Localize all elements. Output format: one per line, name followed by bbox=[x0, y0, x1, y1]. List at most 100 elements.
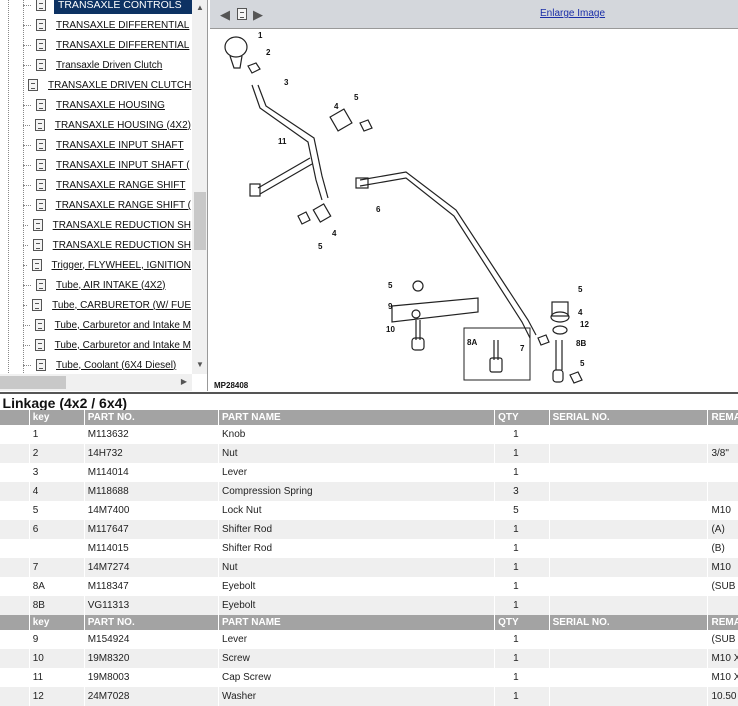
table-cell: Eyebolt bbox=[218, 596, 496, 615]
previous-arrow-icon[interactable]: ◀ bbox=[220, 7, 230, 22]
table-cell: 8B bbox=[29, 596, 85, 615]
table-cell: M10 X bbox=[707, 668, 738, 687]
row-spacer bbox=[0, 463, 30, 482]
callout-label: 4 bbox=[578, 308, 583, 317]
tree-item[interactable]: TRANSAXLE INPUT SHAFT bbox=[23, 135, 193, 155]
tree-item[interactable]: TRANSAXLE REDUCTION SH bbox=[23, 215, 193, 235]
callout-label: 2 bbox=[266, 48, 271, 57]
scroll-up-icon[interactable]: ▲ bbox=[196, 3, 204, 12]
callout-label: 5 bbox=[388, 281, 393, 290]
tree-item[interactable]: Trigger, FLYWHEEL, IGNITION bbox=[23, 255, 193, 275]
tree-item[interactable]: TRANSAXLE CONTROLS bbox=[23, 0, 193, 15]
row-spacer bbox=[0, 482, 30, 501]
table-cell bbox=[707, 425, 738, 444]
row-spacer bbox=[0, 539, 30, 558]
tree-item[interactable]: TRANSAXLE RANGE SHIFT ( bbox=[23, 195, 193, 215]
document-icon bbox=[34, 339, 45, 351]
column-header[interactable]: PART NO. bbox=[84, 615, 220, 630]
lever-part bbox=[251, 84, 329, 201]
scroll-thumb[interactable] bbox=[0, 376, 66, 389]
enlarge-image-link[interactable]: Enlarge Image bbox=[540, 8, 606, 19]
column-header[interactable]: PART NAME bbox=[218, 410, 496, 425]
column-header[interactable]: SERIAL NO. bbox=[549, 410, 709, 425]
tree-item[interactable]: Tube, Carburetor and Intake M bbox=[23, 335, 193, 355]
column-header[interactable]: key bbox=[29, 410, 85, 425]
tree-item-label: Tube, Carburetor and Intake M bbox=[54, 319, 191, 331]
tree-connector bbox=[23, 144, 31, 146]
callout-label: 4 bbox=[332, 229, 337, 238]
row-spacer bbox=[0, 649, 30, 668]
column-header[interactable]: SERIAL NO. bbox=[549, 615, 709, 630]
column-header[interactable]: key bbox=[29, 615, 85, 630]
table-cell: 1 bbox=[494, 577, 550, 596]
tree-item-label: TRANSAXLE DIFFERENTIAL bbox=[56, 19, 190, 31]
tree-item[interactable]: TRANSAXLE HOUSING (4X2) bbox=[23, 115, 193, 135]
document-icon bbox=[28, 79, 38, 91]
column-header[interactable]: PART NAME bbox=[218, 615, 496, 630]
tree-item[interactable]: TRANSAXLE REDUCTION SH bbox=[23, 235, 193, 255]
nut-part bbox=[247, 62, 261, 74]
table-cell: 2 bbox=[29, 444, 85, 463]
callout-label: 5 bbox=[578, 285, 583, 294]
table-cell: 7 bbox=[29, 558, 85, 577]
diagram-id: MP28408 bbox=[214, 381, 249, 390]
tree-vertical-scrollbar[interactable]: ▲ ▼ bbox=[192, 0, 207, 374]
tree-item-label: TRANSAXLE INPUT SHAFT bbox=[56, 139, 184, 151]
tree-item[interactable]: Tube, Carburetor and Intake M bbox=[23, 315, 193, 335]
table-cell: 10.50 bbox=[707, 687, 738, 706]
table-cell bbox=[549, 558, 709, 577]
column-header[interactable]: QTY bbox=[494, 615, 550, 630]
table-cell: M117647 bbox=[84, 520, 220, 539]
column-header[interactable]: REMA bbox=[707, 410, 738, 425]
scroll-down-icon[interactable]: ▼ bbox=[196, 360, 204, 369]
shifter-rod-part bbox=[359, 171, 537, 339]
tree-item[interactable]: Tube, CARBURETOR (W/ FUE bbox=[23, 295, 193, 315]
column-header[interactable]: QTY bbox=[494, 410, 550, 425]
spring-part bbox=[312, 203, 332, 223]
document-icon[interactable] bbox=[237, 8, 247, 20]
table-cell bbox=[549, 482, 709, 501]
tree-item-label: Tube, Carburetor and Intake M bbox=[54, 339, 191, 351]
tree-connector bbox=[23, 324, 30, 326]
row-spacer bbox=[0, 687, 30, 706]
tree-connector bbox=[23, 364, 31, 366]
tree-item[interactable]: TRANSAXLE INPUT SHAFT ( bbox=[23, 155, 193, 175]
table-cell bbox=[549, 687, 709, 706]
next-arrow-icon[interactable]: ▶ bbox=[253, 7, 263, 22]
column-header[interactable]: PART NO. bbox=[84, 410, 220, 425]
tree-item[interactable]: TRANSAXLE RANGE SHIFT bbox=[23, 175, 193, 195]
callout-label: 7 bbox=[520, 344, 525, 353]
table-cell: Knob bbox=[218, 425, 496, 444]
scroll-right-icon[interactable]: ▶ bbox=[180, 377, 188, 386]
tree-item[interactable]: Tube, AIR INTAKE (4X2) bbox=[23, 275, 193, 295]
tree-item[interactable]: Tube, Coolant (6X4 Diesel) bbox=[23, 355, 193, 375]
tree-item[interactable]: TRANSAXLE HOUSING bbox=[23, 95, 193, 115]
tree-connector bbox=[23, 284, 31, 286]
tree-horizontal-scrollbar[interactable]: ▶ bbox=[0, 374, 192, 391]
scroll-thumb[interactable] bbox=[194, 192, 206, 250]
column-header[interactable]: REMA bbox=[707, 615, 738, 630]
tree-item[interactable]: TRANSAXLE DIFFERENTIAL bbox=[23, 15, 193, 35]
table-cell: M114015 bbox=[84, 539, 220, 558]
tree-item[interactable]: TRANSAXLE DIFFERENTIAL bbox=[23, 35, 193, 55]
tree-item[interactable]: TRANSAXLE DRIVEN CLUTCH bbox=[23, 75, 193, 95]
table-cell: (A) bbox=[707, 520, 738, 539]
document-icon bbox=[36, 39, 46, 51]
table-cell bbox=[707, 596, 738, 615]
tree-item[interactable]: Transaxle Driven Clutch bbox=[23, 55, 193, 75]
